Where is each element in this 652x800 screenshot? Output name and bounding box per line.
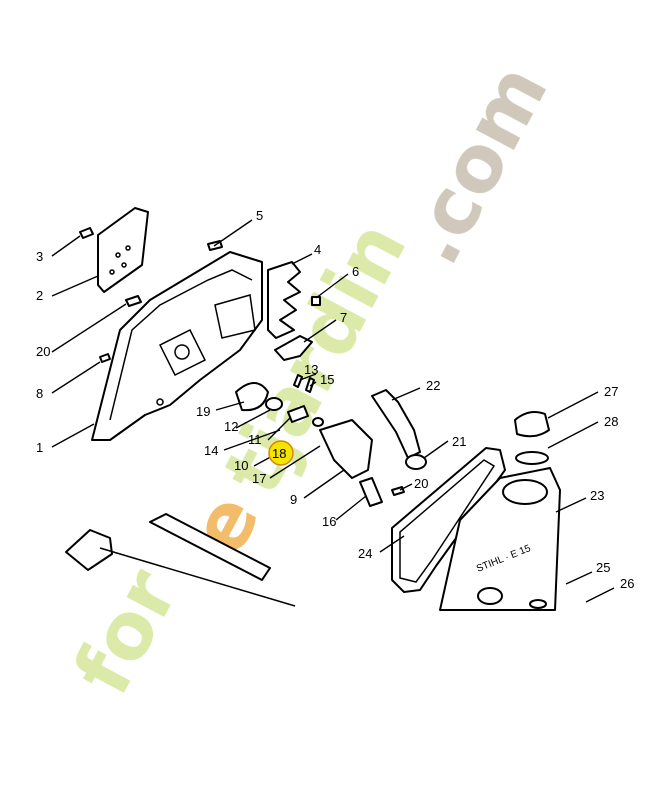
callout-23: 23 — [590, 488, 604, 503]
gasket-frame-part — [391, 447, 506, 593]
callout-13: 13 — [304, 362, 318, 377]
svg-text:.com: .com — [387, 51, 565, 279]
callout-1: 1 — [36, 440, 43, 455]
callout-20b: 20 — [414, 476, 428, 491]
callout-20: 20 — [36, 344, 50, 359]
callout-19: 19 — [196, 404, 210, 419]
callout-18[interactable]: 18 — [272, 446, 286, 461]
callout-21: 21 — [452, 434, 466, 449]
pump-part — [319, 419, 373, 479]
pump-outlet-part — [359, 477, 383, 507]
callout-6: 6 — [352, 264, 359, 279]
svg-text:for: for — [57, 555, 196, 709]
hook-part — [274, 335, 313, 361]
callout-28: 28 — [604, 414, 618, 429]
callout-8: 8 — [36, 386, 43, 401]
blade-part — [149, 513, 271, 581]
callout-16: 16 — [322, 514, 336, 529]
callout-25: 25 — [596, 560, 610, 575]
plate-part — [97, 207, 149, 293]
callout-9: 9 — [290, 492, 297, 507]
leader-lines — [51, 219, 615, 603]
tool-part — [65, 529, 113, 571]
small-parts — [265, 374, 324, 427]
callout-4: 4 — [314, 242, 321, 257]
callout-3: 3 — [36, 249, 43, 264]
cap-part — [514, 411, 550, 438]
callout-15: 15 — [320, 372, 334, 387]
callout-17: 17 — [252, 471, 266, 486]
callout-24: 24 — [358, 546, 372, 561]
callout-12: 12 — [224, 419, 238, 434]
lever-part — [371, 389, 421, 459]
gasket-part — [235, 382, 269, 412]
callout-22: 22 — [426, 378, 440, 393]
toothed-bar-part — [267, 261, 301, 339]
callout-7: 7 — [340, 310, 347, 325]
callout-labels: 1 2 3 4 5 6 7 8 9 10 11 12 13 14 15 16 1… — [36, 208, 634, 591]
screw-parts — [79, 227, 405, 496]
housing-part — [91, 251, 263, 441]
callout-10: 10 — [234, 458, 248, 473]
callout-5: 5 — [256, 208, 263, 223]
highlight-marker — [268, 440, 294, 466]
callout-2: 2 — [36, 288, 43, 303]
callout-11: 11 — [248, 432, 262, 447]
callout-14: 14 — [204, 443, 218, 458]
callout-26: 26 — [620, 576, 634, 591]
callout-27: 27 — [604, 384, 618, 399]
